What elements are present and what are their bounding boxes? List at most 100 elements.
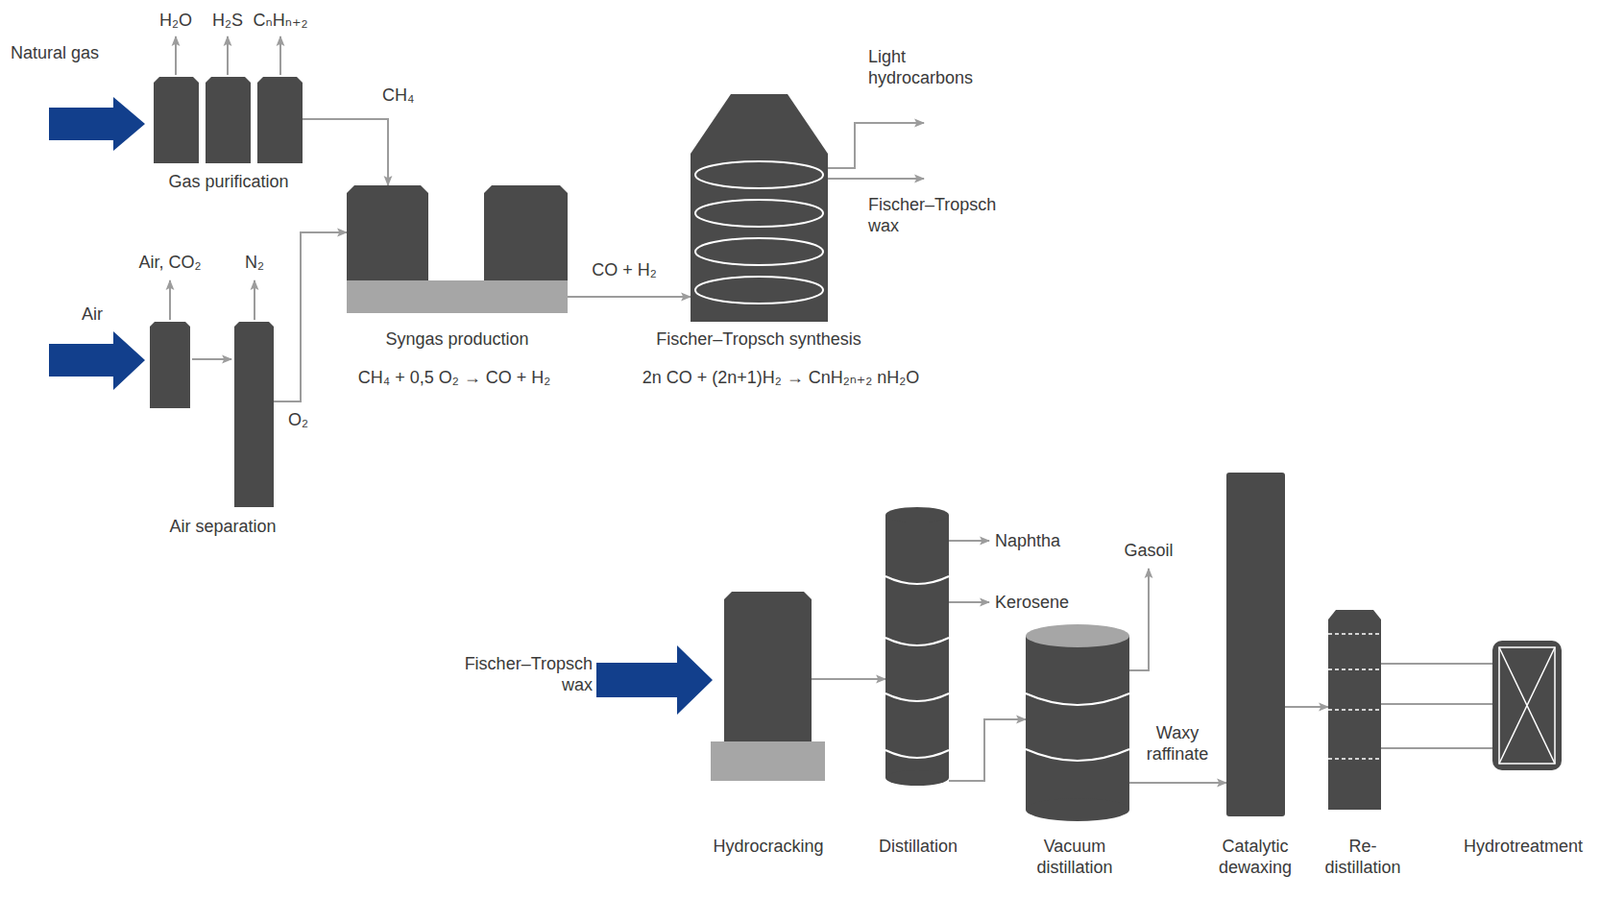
feed-arrow bbox=[596, 645, 713, 715]
equipment-shape bbox=[234, 321, 274, 508]
stream-label: CH₄ bbox=[380, 84, 416, 106]
product-arrow bbox=[827, 122, 924, 169]
column-band bbox=[885, 637, 949, 646]
dewaxing-reactor: Catalytic dewaxing bbox=[1226, 472, 1285, 817]
product-label: Kerosene bbox=[994, 591, 1069, 613]
product-arrow bbox=[948, 539, 990, 542]
flow-connector bbox=[302, 119, 388, 186]
column-top bbox=[1025, 624, 1130, 648]
feed-label: Fischer–Tropsch wax bbox=[448, 653, 593, 696]
stream-label: Waxy raffinate bbox=[1137, 722, 1218, 765]
column-body bbox=[885, 514, 949, 778]
purifier-vessel bbox=[257, 76, 303, 164]
flow-connector bbox=[1381, 747, 1493, 750]
column-band bbox=[885, 576, 949, 584]
stream-label: CO + H₂ bbox=[589, 259, 659, 281]
product-arrow bbox=[827, 177, 924, 180]
cooling-coil bbox=[695, 276, 824, 304]
catalyst-bed bbox=[1499, 647, 1555, 764]
equipment-shape bbox=[1492, 640, 1562, 771]
feed-label: Air bbox=[81, 303, 103, 325]
vent-label: N₂ bbox=[244, 251, 265, 273]
product-label: Fischer–Tropsch wax bbox=[868, 193, 1013, 237]
equipment-shape bbox=[1328, 609, 1382, 810]
column-band bbox=[885, 693, 949, 702]
column-tray bbox=[1328, 668, 1382, 671]
unit-label: Distillation bbox=[878, 835, 958, 857]
vent-label: CₙHₙ₊₂ bbox=[253, 9, 309, 31]
cooling-coil bbox=[695, 238, 824, 266]
hydrocracker: Hydrocracking bbox=[724, 591, 812, 742]
column-bottom bbox=[1025, 798, 1130, 822]
column-tray bbox=[1328, 708, 1382, 711]
unit-label: Re- distillation bbox=[1317, 835, 1409, 878]
unit-label: Hydrotreatment bbox=[1463, 835, 1583, 857]
product-label: Gasoil bbox=[1123, 539, 1173, 561]
redistillation-column: Re- distillation bbox=[1328, 609, 1382, 810]
column-band bbox=[885, 750, 949, 758]
vent-label: H₂O bbox=[159, 9, 193, 31]
flow-connector bbox=[567, 295, 691, 298]
reactor-vessel bbox=[484, 185, 568, 281]
feed-arrow bbox=[48, 331, 146, 390]
unit-label: Syngas production bbox=[385, 328, 529, 350]
equipment-shape bbox=[153, 76, 303, 164]
reactor-body bbox=[1226, 472, 1285, 817]
flow-arrow bbox=[192, 358, 232, 361]
reaction-equation: 2n CO + (2n+1)H₂ → CnH₂ₙ₊₂ nH₂O bbox=[642, 366, 921, 388]
unit-label: Catalytic dewaxing bbox=[1207, 835, 1304, 878]
equipment-shape bbox=[1226, 472, 1285, 817]
product-arrow bbox=[948, 601, 990, 604]
product-arrow bbox=[1129, 568, 1149, 671]
reactor-body bbox=[724, 591, 812, 742]
equipment-shape bbox=[690, 94, 828, 322]
column-body bbox=[1025, 635, 1130, 810]
syngas-reactor: Syngas production bbox=[346, 185, 568, 314]
flow-connector bbox=[273, 232, 347, 402]
vent-arrow bbox=[226, 36, 229, 75]
flow-connector bbox=[1381, 703, 1493, 705]
column-top bbox=[885, 507, 949, 523]
hydrotreater: Hydrotreatment bbox=[1492, 640, 1562, 771]
equipment-shape bbox=[885, 507, 949, 786]
equipment-shape bbox=[1025, 624, 1130, 822]
feed-arrow bbox=[48, 96, 146, 151]
vent-label: H₂S bbox=[212, 9, 243, 31]
vent-arrow bbox=[253, 280, 256, 320]
reaction-equation: CH₄ + 0,5 O₂ → CO + H₂ bbox=[358, 366, 551, 388]
fischer-tropsch-reactor: Fischer–Tropsch synthesis bbox=[690, 94, 828, 322]
column-tray bbox=[1328, 632, 1382, 635]
column-body bbox=[1328, 609, 1382, 810]
purifier-vessel bbox=[153, 76, 199, 164]
reactor-base bbox=[710, 741, 825, 781]
air-separation-column: Air separation bbox=[234, 321, 274, 508]
stream-label: O₂ bbox=[286, 409, 311, 431]
catalyst-cross bbox=[1499, 647, 1555, 764]
flow-connector bbox=[811, 678, 886, 680]
reactor-body bbox=[1492, 640, 1562, 771]
flow-connector bbox=[1284, 705, 1329, 708]
column-band bbox=[1025, 693, 1130, 705]
vent-arrow bbox=[169, 280, 171, 320]
column-bottom bbox=[885, 770, 949, 786]
flow-connector bbox=[1129, 781, 1227, 784]
pre-purifier-vessel bbox=[149, 321, 191, 409]
column-band bbox=[1025, 749, 1130, 761]
purifier-vessel bbox=[205, 76, 251, 164]
product-label: Light hydrocarbons bbox=[868, 46, 989, 89]
unit-label: Gas purification bbox=[168, 170, 289, 193]
vent-arrow bbox=[174, 36, 177, 75]
reactor-body bbox=[690, 94, 828, 322]
equipment-shape bbox=[346, 185, 568, 314]
vacuum-column: Vacuum distillation bbox=[1025, 624, 1130, 822]
unit-label: Air separation bbox=[169, 515, 276, 537]
feed-label: Natural gas bbox=[10, 42, 99, 64]
purification-vessels: Gas purification bbox=[153, 76, 303, 164]
reactor-vessel bbox=[346, 185, 429, 281]
flow-connector bbox=[948, 719, 1026, 781]
reactor-base bbox=[346, 280, 568, 314]
unit-label: Fischer–Tropsch synthesis bbox=[655, 328, 861, 350]
cooling-coil bbox=[695, 199, 824, 227]
equipment-shape bbox=[724, 591, 812, 742]
